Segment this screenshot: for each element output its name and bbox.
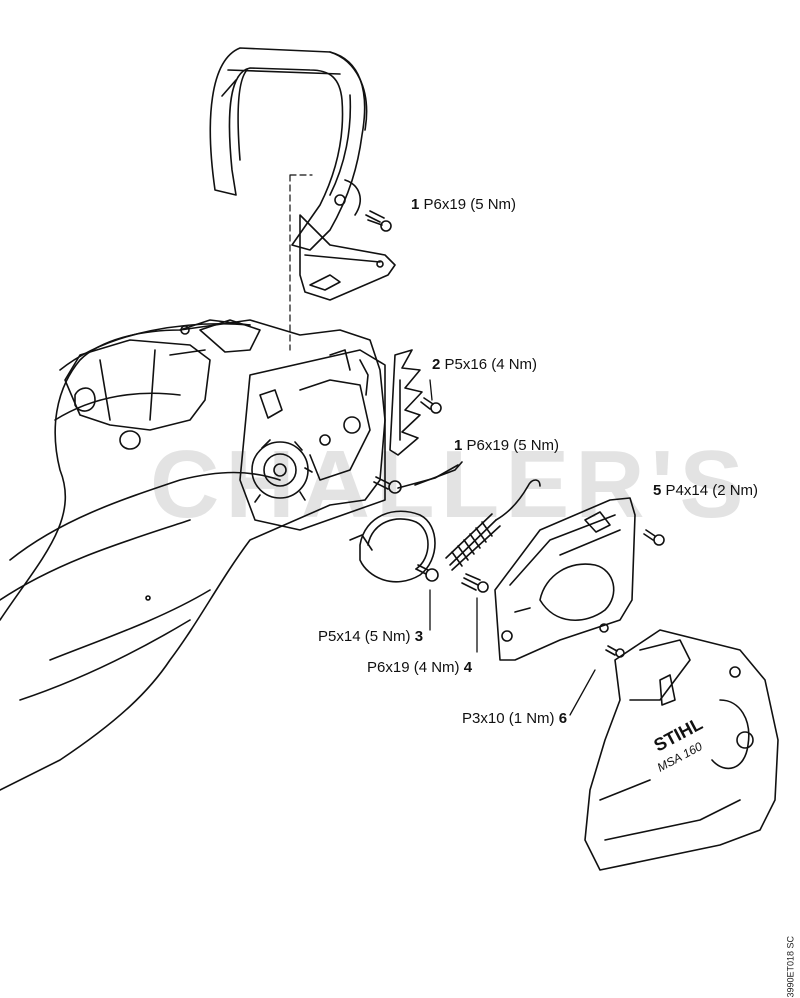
sprocket-cover-outer [584, 629, 779, 871]
drawing-code: 3990ET018 SC [786, 936, 796, 998]
callout-4: P6x19 (4 Nm) 4 [367, 659, 473, 676]
callout-1-top: 1 P6x19 (5 Nm) [411, 196, 517, 213]
chainsaw-body [0, 319, 386, 791]
screw-2 [420, 397, 442, 414]
exploded-parts-diagram: STIHL MSA 160 [0, 47, 779, 871]
watermark: CHALLER'S [150, 431, 750, 538]
callout-5: 5 P4x14 (2 Nm) [653, 482, 759, 499]
brake-spring [445, 479, 541, 571]
callout-6: P3x10 (1 Nm) 6 [462, 710, 568, 727]
screw-4 [461, 573, 489, 593]
bumper-spike [389, 349, 423, 456]
front-handle [209, 47, 396, 301]
screw-1-top [365, 210, 392, 232]
screw-1-mid [373, 476, 402, 494]
callout-3: P5x14 (5 Nm) 3 [318, 628, 424, 645]
sprocket-cover-inner [494, 497, 636, 661]
callout-2: 2 P5x16 (4 Nm) [432, 356, 538, 373]
brake-band [349, 461, 463, 583]
leader-lines [429, 379, 596, 716]
screw-5 [643, 529, 665, 546]
callout-1-mid: 1 P6x19 (5 Nm) [454, 437, 560, 454]
alignment-line [289, 174, 313, 351]
